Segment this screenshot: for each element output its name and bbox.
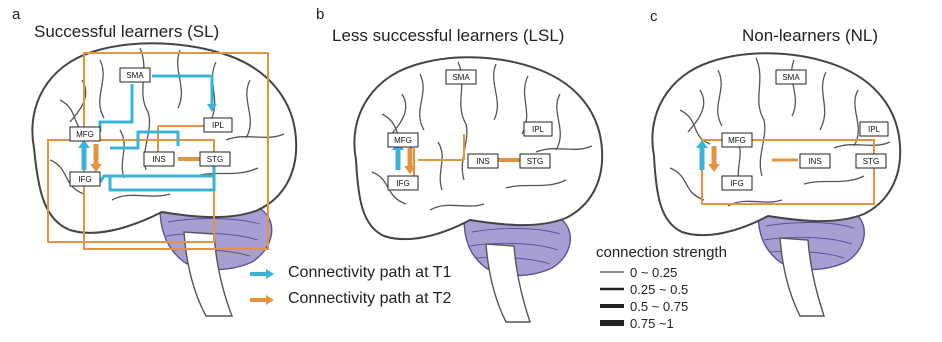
strength-level-4: 0.75 ~1 — [630, 316, 674, 331]
panel-letter-a: a — [12, 6, 21, 23]
region-ifg: IFG — [730, 179, 743, 188]
panel-letter-b: b — [316, 6, 325, 23]
panel-title-nl: Non-learners (NL) — [742, 26, 879, 45]
brain-diagram-sl: SMA IPL MFG IFG INS STG — [31, 42, 298, 317]
region-sma: SMA — [452, 73, 470, 82]
region-mfg: MFG — [76, 130, 94, 139]
region-ipl: IPL — [212, 121, 225, 130]
region-stg: STG — [863, 157, 879, 166]
region-ipl: IPL — [868, 125, 881, 134]
panel-title-sl: Successful learners (SL) — [34, 22, 220, 41]
region-ins: INS — [476, 157, 489, 166]
brain-diagram-lsl: SMA IPL MFG IFG INS STG — [353, 56, 604, 323]
strength-title: connection strength — [596, 244, 727, 261]
region-stg: STG — [207, 155, 223, 164]
strength-level-2: 0.25 ~ 0.5 — [630, 282, 689, 297]
strength-level-3: 0.5 ~ 0.75 — [630, 299, 689, 314]
panel-lsl: b Less successful learners (LSL) SMA IPL… — [314, 0, 628, 335]
region-ifg: IFG — [78, 175, 91, 184]
region-ins: INS — [808, 157, 821, 166]
region-ipl: IPL — [532, 125, 545, 134]
strength-legend: connection strength 0 ~ 0.25 0.25 ~ 0.5 … — [596, 244, 796, 334]
region-sma: SMA — [782, 73, 800, 82]
path-legend: Connectivity path at T1 Connectivity pat… — [248, 260, 588, 320]
region-stg: STG — [527, 157, 543, 166]
region-ifg: IFG — [396, 179, 409, 188]
region-mfg: MFG — [394, 136, 412, 145]
panel-letter-c: c — [650, 8, 658, 25]
region-mfg: MFG — [728, 136, 746, 145]
panel-title-lsl: Less successful learners (LSL) — [332, 26, 565, 45]
brain-diagram-nl: SMA IPL MFG IFG INS STG — [651, 52, 902, 317]
strength-lines — [600, 271, 624, 326]
panel-sl: a Successful learners (SL) — [0, 0, 314, 335]
region-ins: INS — [152, 155, 165, 164]
panel-nl: c Non-learners (NL) SMA IPL MFG IFG INS … — [628, 0, 942, 335]
legend-arrows — [250, 269, 274, 305]
legend-t1-label: Connectivity path at T1 — [288, 264, 452, 281]
strength-level-1: 0 ~ 0.25 — [630, 265, 678, 280]
legend-t2-label: Connectivity path at T2 — [288, 290, 452, 307]
region-sma: SMA — [126, 71, 144, 80]
